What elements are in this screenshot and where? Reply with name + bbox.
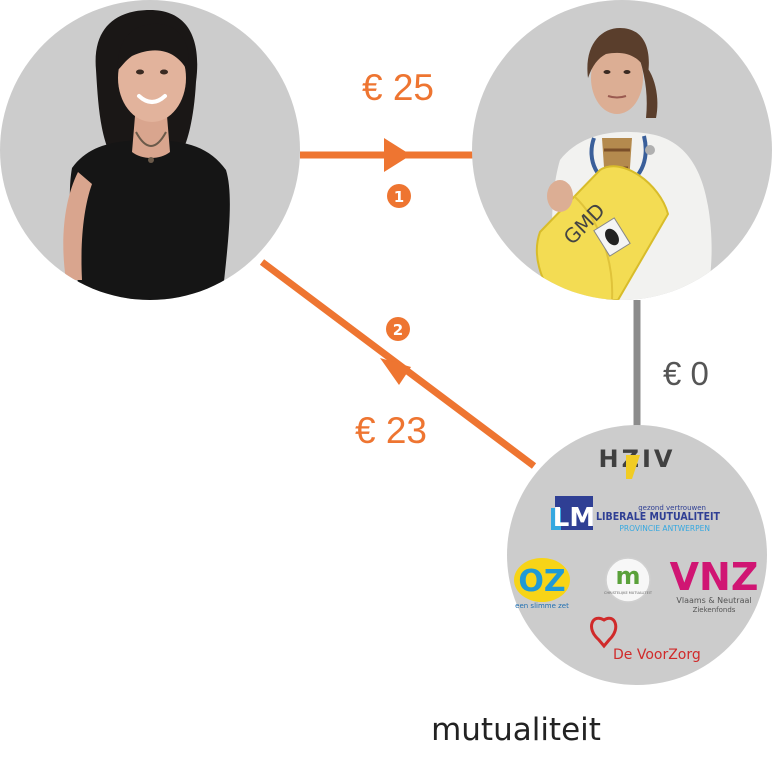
patient-pendant	[148, 157, 154, 163]
voorzorg-heart-icon	[590, 616, 618, 649]
vnz-line1: Vlaams & Neutraal	[676, 596, 751, 605]
doctor-hand	[547, 180, 573, 212]
step-number-1: 1	[394, 188, 404, 206]
folder-photo-person	[605, 228, 619, 246]
amount-patient-to-doctor: € 25	[362, 67, 434, 108]
step-badge-2: 2	[386, 317, 410, 341]
logo-de-voorzorg: De VoorZorg	[590, 616, 701, 663]
cm-mark-text: m	[615, 562, 640, 590]
stethoscope-bell	[645, 145, 655, 155]
doctor-eye-right	[623, 70, 631, 74]
logo-christelijke-mutualiteit: m CHRISTELIJKE MUTUALITEIT	[604, 557, 653, 603]
doctor-mouth	[607, 95, 627, 99]
doctor-hair-side	[640, 60, 658, 118]
oz-mark-bubble	[514, 558, 570, 602]
step-badge-1: 1	[387, 184, 411, 208]
lm-tagline: gezond vertrouwen	[638, 504, 706, 512]
step-number-2: 2	[393, 321, 403, 339]
cm-badge	[605, 557, 651, 603]
lm-region: PROVINCIE ANTWERPEN	[619, 524, 710, 533]
patient-eye-right	[160, 69, 168, 75]
vnz-line2: Ziekenfonds	[693, 606, 736, 614]
oz-mark-text: OZ	[518, 564, 565, 599]
patient-body	[69, 140, 230, 300]
lm-name: LIBERALE MUTUALITEIT	[596, 510, 720, 523]
lm-mark-accent	[551, 508, 561, 530]
patient-necklace	[135, 131, 167, 147]
mutuality-caption: mutualiteit	[431, 712, 601, 748]
logo-vnz: VNZ Vlaams & Neutraal Ziekenfonds	[670, 555, 759, 614]
patient-arm-left	[63, 172, 92, 280]
logo-oz: OZ een slimme zet	[514, 558, 570, 610]
cm-name: CHRISTELIJKE MUTUALITEIT	[604, 591, 653, 595]
patient-hair-front	[117, 23, 189, 72]
lm-mark-text: LM	[553, 503, 595, 533]
patient-eye-left	[136, 69, 144, 75]
doctor-avatar: GMD	[472, 0, 772, 300]
logo-hziv: HZIV	[599, 445, 673, 479]
mutuality-circle: HZIV LM gezond vertrouwen LIBERALE MUTUA…	[507, 425, 767, 685]
amount-mutuality-to-patient: € 23	[355, 410, 427, 451]
logo-liberale-mutualiteit: LM gezond vertrouwen LIBERALE MUTUALITEI…	[551, 496, 720, 533]
amount-mutuality-to-doctor: € 0	[663, 355, 709, 392]
patient-smile	[137, 94, 167, 104]
arrowhead-right-icon	[384, 138, 411, 172]
doctor-face	[591, 42, 643, 114]
lm-mark-block	[555, 496, 593, 530]
vnz-mark-text: VNZ	[670, 555, 759, 599]
voorzorg-name: De VoorZorg	[613, 647, 701, 663]
arrowhead-upleft-icon	[380, 358, 411, 385]
patient-avatar	[0, 0, 300, 300]
doctor-eye-left	[603, 70, 611, 74]
hziv-flag-icon	[626, 455, 640, 479]
oz-tagline: een slimme zet	[515, 602, 569, 610]
doctor-hair	[587, 28, 649, 78]
patient-face	[118, 34, 186, 122]
